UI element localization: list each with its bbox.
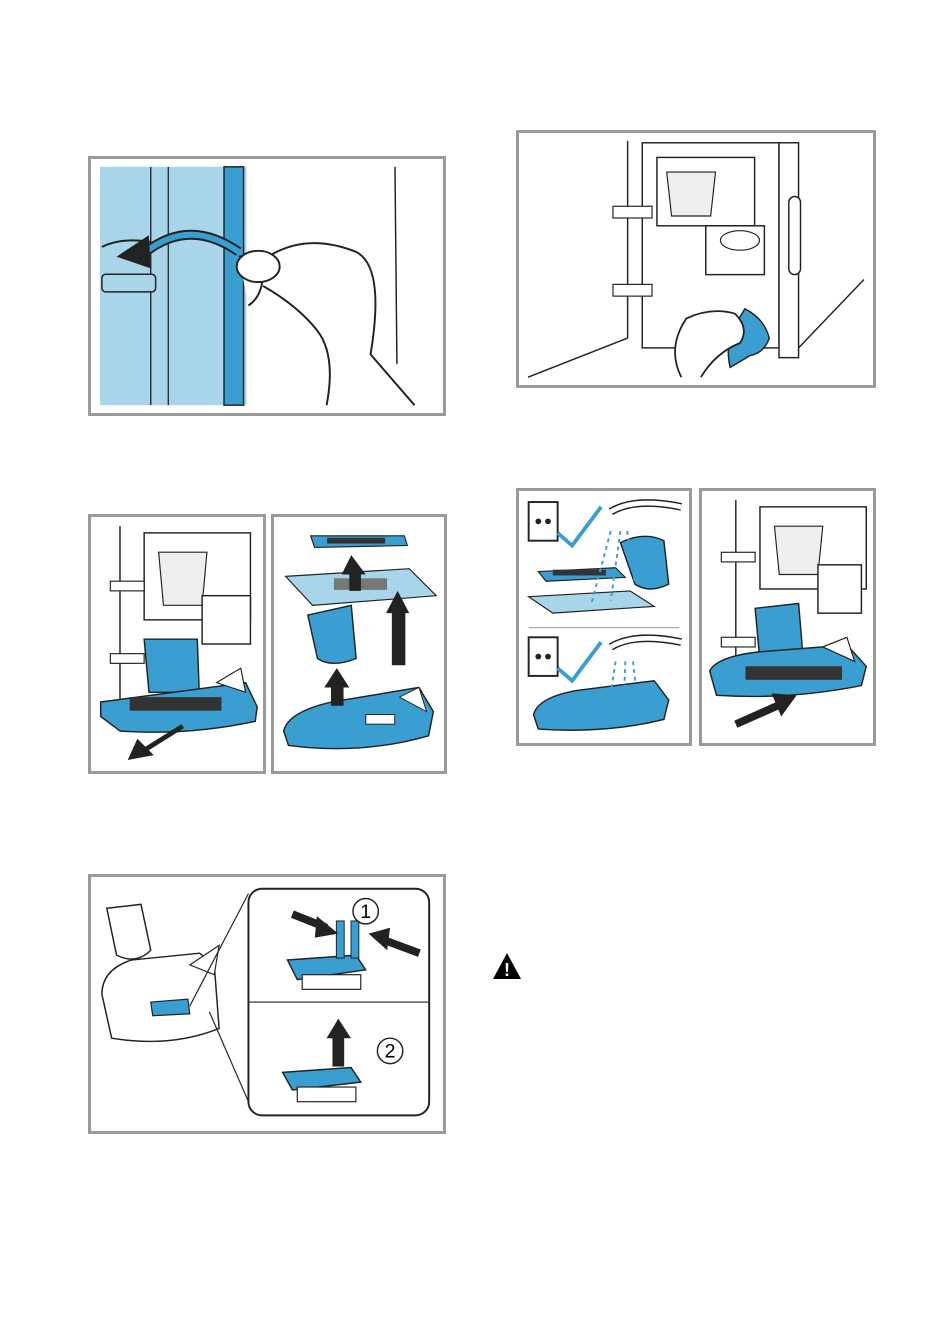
warning-symbol: ! (504, 960, 510, 980)
dishwasher-check-icon (529, 502, 558, 541)
open-door-illustration (91, 159, 443, 413)
step-1-label: 1 (360, 901, 371, 923)
dishwasher-safe-illustration (519, 491, 689, 743)
warning-triangle-icon: ! (491, 951, 523, 981)
figure-reinsert-tray (699, 488, 876, 746)
figure-remove-drip-tray (88, 514, 266, 774)
release-valve-illustration: 1 2 (91, 877, 443, 1131)
figure-release-valve: 1 2 (88, 874, 446, 1134)
reinsert-tray-illustration (702, 491, 873, 743)
disassemble-tray-illustration (274, 517, 444, 771)
wipe-interior-illustration (519, 133, 873, 385)
figure-disassemble-tray (271, 514, 447, 774)
figure-dishwasher-safe (516, 488, 692, 746)
remove-drip-tray-illustration (91, 517, 263, 771)
figure-wipe-interior (516, 130, 876, 388)
step-2-label: 2 (385, 1041, 396, 1063)
figure-open-door (88, 156, 446, 416)
arrow-up-icon (349, 572, 361, 591)
